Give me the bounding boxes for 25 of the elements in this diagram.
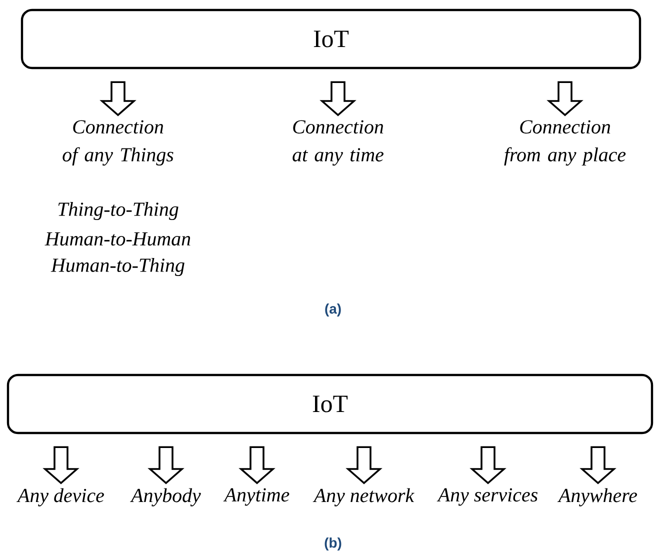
concept-text: Anywhere (557, 488, 638, 506)
subfigure-label: (a) (325, 304, 341, 316)
block-arrow (546, 81, 584, 116)
concept-text: Connection at any time (292, 120, 384, 166)
relation-text: Human-to-Thing (50, 258, 184, 276)
block-arrow (320, 81, 356, 116)
concept-text: Connection from any place (504, 120, 626, 166)
concept-text: Any network (312, 488, 414, 506)
concept-text: Any device (16, 488, 104, 506)
relation-text: Thing-to-Thing (58, 202, 178, 220)
title-box: IoT (6, 374, 654, 434)
concept-text: Anytime (223, 488, 290, 506)
concept-text: Connection of any Things (62, 120, 174, 166)
block-arrow (148, 446, 184, 484)
block-arrow (238, 446, 276, 484)
title-box: IoT (20, 8, 642, 70)
concept-text: Anybody (130, 488, 201, 506)
block-arrow (470, 446, 506, 484)
relation-text: Human-to-Human (44, 232, 190, 246)
subfigure-label: (b) (324, 538, 342, 550)
block-arrow (346, 446, 382, 484)
block-arrow (580, 446, 616, 484)
block-arrow (100, 81, 136, 116)
block-arrow (42, 446, 80, 484)
concept-text: Any services (436, 488, 538, 506)
